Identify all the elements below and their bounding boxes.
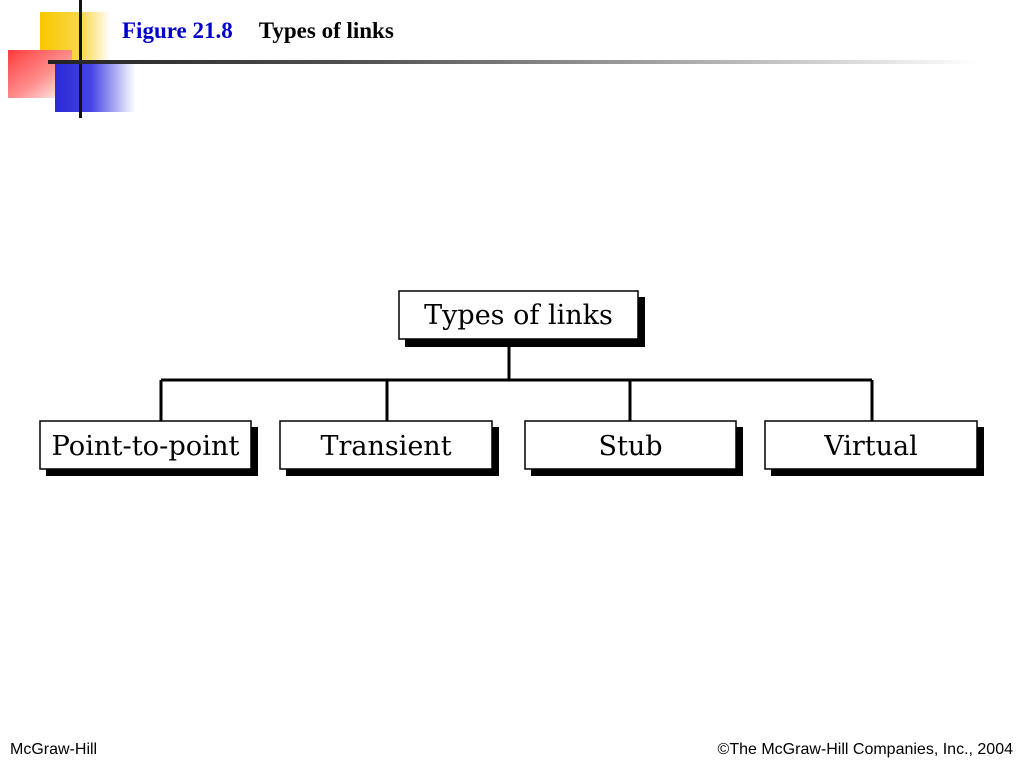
stub-label: Stub [598,431,662,462]
transient-label: Transient [320,431,451,462]
root-node-label: Types of links [424,300,613,331]
title-underline [48,60,978,64]
figure-number: Figure 21.8 [122,18,233,43]
child-node-stub: Stub [524,420,743,476]
transient-box [279,420,493,470]
root-node: Types of links [398,290,645,347]
slide-title: Figure 21.8 Types of links [122,18,394,44]
virtual-label: Virtual [823,431,918,462]
footer-copyright: ©The McGraw-Hill Companies, Inc., 2004 [717,741,1013,758]
child-node-transient: Transient [279,420,499,476]
stub-box [524,420,737,470]
decorative-vertical-line [79,0,82,118]
figure-caption: Types of links [258,18,394,43]
decorative-blue-block [55,62,135,112]
point-to-point-box [39,420,252,470]
child-node-virtual: Virtual [764,420,984,476]
virtual-box [764,420,978,470]
footer-publisher: McGraw-Hill [10,741,98,758]
root-node-box [398,290,639,340]
child-node-point-to-point: Point-to-point [39,420,258,476]
point-to-point-label: Point-to-point [52,431,240,462]
